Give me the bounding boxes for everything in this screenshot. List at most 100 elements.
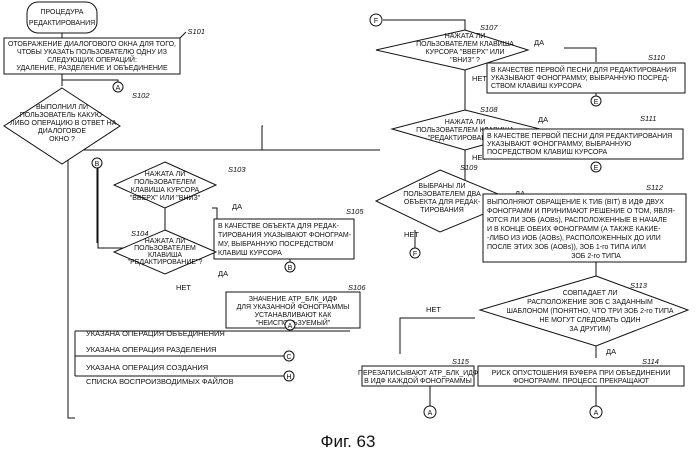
step-text-line: ПОЛЬЗОВАТЕЛЕМ ДВА [403, 191, 481, 198]
step-number: S101 [187, 27, 205, 36]
step-text-line: УКАЗЫВАЮТ ФОНОГРАММУ, ВЫБРАННУЮ ПОСРЕД- [491, 75, 670, 82]
connector-label: F [374, 18, 378, 25]
step-text-line: -ЛИБО ОПЕРАЦИЮ В ОТВЕТ НА [8, 120, 117, 127]
step-text-line: ВЫПОЛНИЛ ЛИ [36, 104, 88, 111]
step-text-line: ОКНО ? [49, 136, 75, 143]
connector-f-lower: F [410, 248, 420, 258]
step-text-line: В КАЧЕСТВЕ ПЕРВОЙ ПЕСНИ ДЛЯ РЕДАКТИРОВАН… [491, 65, 676, 74]
step-number: S114 [642, 357, 659, 366]
flow-line [212, 208, 217, 220]
yes-label: ДА [538, 115, 548, 124]
step-s113-decision: S113 СОВПАДАЕТ ЛИ РАСПОЛОЖЕНИЕ ЗОБ С ЗАД… [426, 276, 688, 356]
step-text-line: ФОНОГРАММ. ПРОЦЕСС ПРЕКРАЩАЮТ [513, 378, 650, 385]
no-label: НЕТ [404, 230, 419, 239]
step-s115-box: S115 ПЕРЕЗАПИСЫВАЮТ ATP_БЛК_ИДФ В ИДФ КА… [358, 357, 478, 386]
step-text-line: ПОЛЬЗОВАТЕЛЕМ КЛАВИША [416, 41, 514, 48]
yes-label: ДА [232, 202, 242, 211]
step-text-line: НАЖАТА ЛИ [145, 171, 186, 178]
step-text-line: ТИРОВАНИЯ УКАЗЫВАЮТ ФОНОГРАМ- [218, 232, 352, 239]
step-text-line: ФОНОГРАММ И ПРИНИМАЮТ РЕШЕНИЕ О ТОМ, ЯВЛ… [487, 208, 676, 215]
step-text-line: -ЛИБО ИЗ ИОБ (AOBs), РАСПОЛОЖЕННЫХ ДО ИЛ… [487, 235, 661, 242]
step-text-line: ОТОБРАЖЕНИЕ ДИАЛОГОВОГО ОКНА ДЛЯ ТОГО, [8, 41, 176, 48]
step-text-line: ШАБЛОНОМ (ПОНЯТНО, ЧТО ТРИ ЗОБ 2-го ТИПА [506, 308, 673, 315]
no-label: НЕТ [472, 74, 487, 83]
connector-label: A [594, 410, 599, 417]
connector-e-lower: E [591, 162, 601, 172]
connector-a: A [113, 82, 123, 92]
step-text-line: СТВОМ КЛАВИШ КУРСОРА [491, 83, 582, 90]
step-text-line: В КАЧЕСТВЕ ПЕРВОЙ ПЕСНИ ДЛЯ РЕДАКТИРОВАН… [487, 131, 672, 140]
connector-label: A [288, 323, 293, 330]
step-text-line: В КАЧЕСТВЕ ОБЪЕКТА ДЛЯ РЕДАК- [218, 223, 339, 230]
step-number: S104 [131, 229, 149, 238]
yes-label: ДА [534, 38, 544, 47]
step-s105-box: S105 В КАЧЕСТВЕ ОБЪЕКТА ДЛЯ РЕДАК- ТИРОВ… [214, 207, 364, 259]
step-number: S102 [132, 91, 150, 100]
connector-a-end-left: A [424, 406, 436, 418]
step-number: S112 [646, 183, 664, 192]
step-text-line: МУ, ВЫБРАННУЮ ПОСРЕДСТВОМ [218, 241, 334, 248]
step-s102-decision: S102 ВЫПОЛНИЛ ЛИ ПОЛЬЗОВАТЕЛЬ КАКУЮ- -ЛИ… [4, 88, 150, 164]
step-text-line: "ВВЕРХ" ИЛИ "ВНИЗ" [130, 195, 201, 202]
connector-c: C [284, 351, 294, 361]
operation-create-label: УКАЗАНА ОПЕРАЦИЯ СОЗДАНИЯ [86, 363, 208, 372]
step-text-line: ОБЪЕКТА ДЛЯ РЕДАК- [404, 199, 481, 206]
step-text-line: ПОЛЬЗОВАТЕЛЬ КАКУЮ- [20, 112, 105, 119]
connector-f-top: F [370, 14, 382, 26]
step-text-line: УСТАНАВЛИВАЮТ КАК [255, 312, 333, 319]
connector-a-lower: A [285, 320, 295, 330]
connector-label: E [594, 165, 599, 172]
step-text-line: "ВНИЗ" ? [450, 57, 480, 64]
step-text-line: ПОЛЬЗОВАТЕЛЕМ [134, 179, 196, 186]
step-text-line: НЕ МОГУТ СЛЕДОВАТЬ ОДИН [539, 317, 640, 324]
connector-label: B [288, 265, 293, 272]
step-text-line: УДАЛЕНИЕ, РАЗДЕЛЕНИЕ И ОБЪЕДИНЕНИЕ [16, 65, 168, 72]
step-text-line: ЗА ДРУГИМ) [569, 326, 611, 333]
connector-label: A [116, 85, 121, 92]
flow-line [564, 48, 596, 62]
step-text-line: ЗОБ 2-го ТИПА [571, 253, 621, 260]
connector-e-upper: E [591, 96, 601, 106]
start-label-line: ПРОЦЕДУРА [41, 9, 84, 16]
step-number: S113 [630, 281, 648, 290]
step-number: S105 [346, 207, 364, 216]
connector-h: H [284, 371, 294, 381]
step-text-line: НАЖАТА ЛИ [145, 238, 186, 245]
connector-label: F [413, 251, 417, 258]
start-label-line: РЕДАКТИРОВАНИЯ [29, 20, 95, 27]
step-text-line: ПОСРЕДСТВОМ КЛАВИШ КУРСОРА [487, 149, 608, 156]
operation-labels: УКАЗАНА ОПЕРАЦИЯ ОБЪЕДИНЕНИЯ УКАЗАНА ОПЕ… [86, 329, 234, 386]
connector-label: C [286, 354, 291, 361]
step-text-line: ЧТОБЫ УКАЗАТЬ ПОЛЬЗОВАТЕЛЮ ОДНУ ИЗ [17, 49, 167, 56]
flow-line [400, 318, 475, 354]
step-s104-decision: S104 НАЖАТА ЛИ ПОЛЬЗОВАТЕЛЕМ КЛАВИША "РЕ… [114, 229, 228, 292]
operation-split-label: УКАЗАНА ОПЕРАЦИЯ РАЗДЕЛЕНИЯ [86, 345, 216, 354]
step-text-line: ЮТСЯ ЛИ ЗОБ (AOBs), РАСПОЛОЖЕННЫЕ В НАЧА… [487, 217, 668, 224]
yes-label: ДА [606, 347, 616, 356]
step-text-line: НАЖАТА ЛИ [445, 33, 486, 40]
connector-label: H [286, 374, 291, 381]
connector-label: B [95, 161, 100, 168]
connector-b-lower: B [285, 262, 295, 272]
step-s103-decision: S103 НАЖАТА ЛИ ПОЛЬЗОВАТЕЛЕМ КЛАВИША КУР… [114, 162, 246, 211]
start-terminator: ПРОЦЕДУРА РЕДАКТИРОВАНИЯ [27, 2, 97, 33]
step-number: S107 [480, 23, 498, 32]
step-text-line: ВЫБРАНЫ ЛИ [418, 183, 465, 190]
flow-line [68, 150, 75, 418]
step-text-line: КЛАВИША КУРСОРА [131, 187, 200, 194]
step-text-line: ПЕРЕЗАПИСЫВАЮТ ATP_БЛК_ИДФ [358, 370, 478, 377]
step-text-line: НАЖАТА ЛИ [445, 119, 486, 126]
step-text-line: КЛАВИШ КУРСОРА [218, 250, 282, 257]
step-s101-box: S101 ОТОБРАЖЕНИЕ ДИАЛОГОВОГО ОКНА ДЛЯ ТО… [4, 27, 205, 74]
flow-line [62, 74, 118, 82]
step-text-line: СЛЕДУЮЩИХ ОПЕРАЦИЙ: [47, 55, 137, 64]
step-text-line: ДИАЛОГОВОЕ [38, 128, 86, 135]
step-text-line: И В КОНЦЕ ОБЕИХ ФОНОГРАММ (А ТАКЖЕ КАКИЕ… [487, 226, 661, 233]
step-text-line: "РЕДАКТИРОВАНИЕ"? [128, 259, 203, 266]
step-text-line: СОВПАДАЕТ ЛИ [563, 290, 618, 297]
step-number: S115 [452, 357, 470, 366]
yes-label: ДА [218, 269, 228, 278]
step-s114-box: S114 РИСК ОПУСТОШЕНИЯ БУФЕРА ПРИ ОБЪЕДИН… [478, 357, 684, 386]
